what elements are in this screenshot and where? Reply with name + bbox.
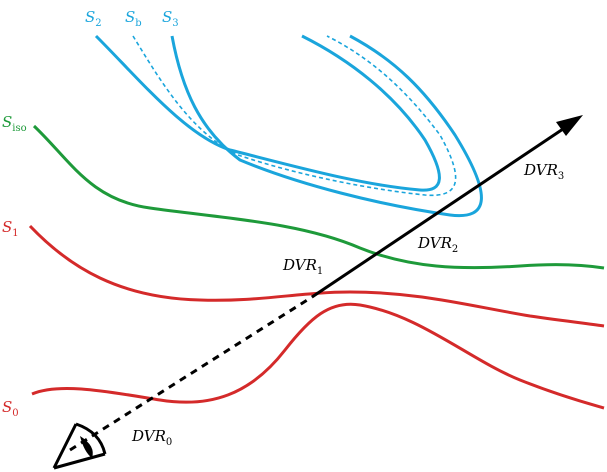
- label-s1: S1: [2, 218, 19, 239]
- curve-siso: [32, 124, 605, 270]
- curve-s1: [28, 224, 605, 328]
- label-dvr3: DVR3: [523, 161, 564, 182]
- eye-icon: [52, 422, 107, 470]
- label-dvr0: DVR0: [131, 427, 172, 448]
- curve-s2: [94, 34, 441, 192]
- label-s0: S0: [2, 398, 19, 419]
- curve-s3: [170, 34, 483, 218]
- label-s3: S3: [162, 8, 179, 29]
- label-s2: S2: [85, 8, 102, 29]
- label-dvr1: DVR1: [282, 256, 323, 277]
- curve-sb: [132, 35, 457, 197]
- label-sb: Sb: [125, 8, 142, 29]
- arrowhead-icon: [556, 115, 583, 136]
- ray-solid-segment: [311, 125, 567, 299]
- curve-s0: [31, 302, 605, 410]
- label-siso: Siso: [2, 113, 27, 134]
- label-dvr2: DVR2: [417, 234, 458, 255]
- ray-dashed-segment: [69, 295, 313, 452]
